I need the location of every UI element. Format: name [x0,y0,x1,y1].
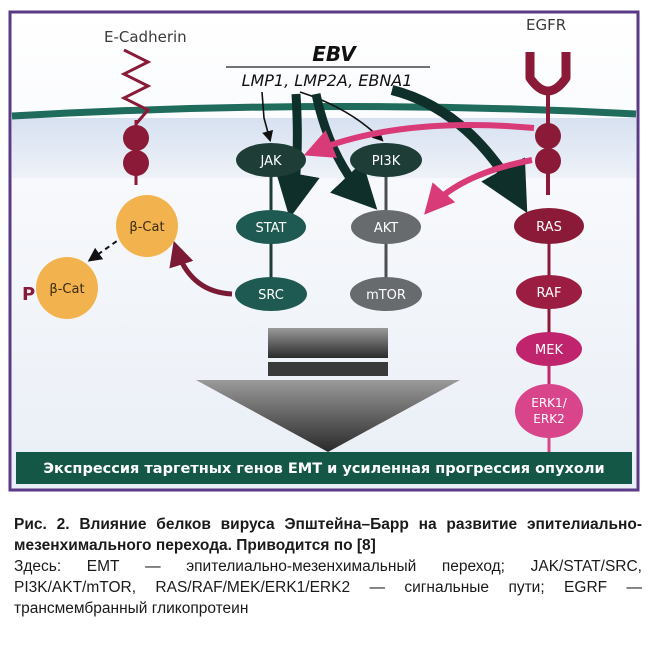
ebv-title: EBV [312,42,357,66]
node-phospho-beta-catenin [36,257,98,319]
node-erk-label-1: ERK1/ [531,396,567,410]
big-arrow-stem-lower [268,362,388,376]
node-jak [236,143,306,177]
node-mtor-label: mTOR [366,288,406,303]
big-arrow-head [196,380,460,452]
cell-membrane [11,102,637,120]
node-jak-label: JAK [259,154,281,169]
node-mek [516,332,582,366]
node-ras-label: RAS [536,220,562,235]
node-mek-label: MEK [535,343,563,358]
node-ras [514,208,584,244]
ebv-proteins: LMP1, LMP2A, EBNA1 [242,71,413,90]
egfr-domain-2 [535,148,561,174]
node-stat [236,210,306,244]
node-src-label: SRC [258,288,284,303]
node-pi3k-label: PI3K [372,154,401,169]
ecadherin-domain-1 [123,125,149,151]
node-mtor [350,277,422,311]
caption-title: Рис. 2. Влияние белков вируса Эпштейна–Б… [14,516,642,554]
big-arrow-stem [268,328,388,358]
arrow-lmp-to-jak [261,91,274,143]
node-stat-label: STAT [255,221,286,236]
node-phospho-beta-catenin-label: β-Cat [49,282,84,297]
caption-note: Здесь: ЕМТ — эпителиально-мезенхимальный… [14,558,642,617]
figure-caption: Рис. 2. Влияние белков вируса Эпштейна–Б… [14,514,642,619]
node-pi3k [350,143,422,177]
arrow-egfr-to-jak [303,122,535,158]
node-raf [516,275,582,309]
node-beta-catenin-label: β-Cat [129,220,164,235]
result-banner [16,452,632,484]
node-akt [351,210,421,244]
arrow-egfr-to-akt [424,157,533,215]
node-src [235,277,307,311]
egfr-label: EGFR [526,16,566,34]
result-banner-text: Экспрессия таргетных генов ЕМТ и усиленн… [43,461,604,477]
phospho-p-label: P [22,284,35,305]
ecadherin-label: E-Cadherin [104,28,187,46]
node-raf-label: RAF [537,286,562,301]
arrow-src-to-bcat [169,240,233,297]
ecadherin-zigzag [120,48,152,125]
ecadherin-domain-2 [123,150,149,176]
egfr-domain-1 [535,123,561,149]
node-beta-catenin [116,195,178,257]
node-erk [515,384,583,438]
node-erk-label-2: ERK2 [533,412,564,426]
egfr-receptor-arms [525,52,571,96]
node-akt-label: AKT [374,221,398,236]
arrow-bcat-phospho [87,235,125,262]
emt-pathway-diagram: E-Cadherin EGFR EBV LMP1, LMP2A, EBNA1 J… [8,10,640,492]
